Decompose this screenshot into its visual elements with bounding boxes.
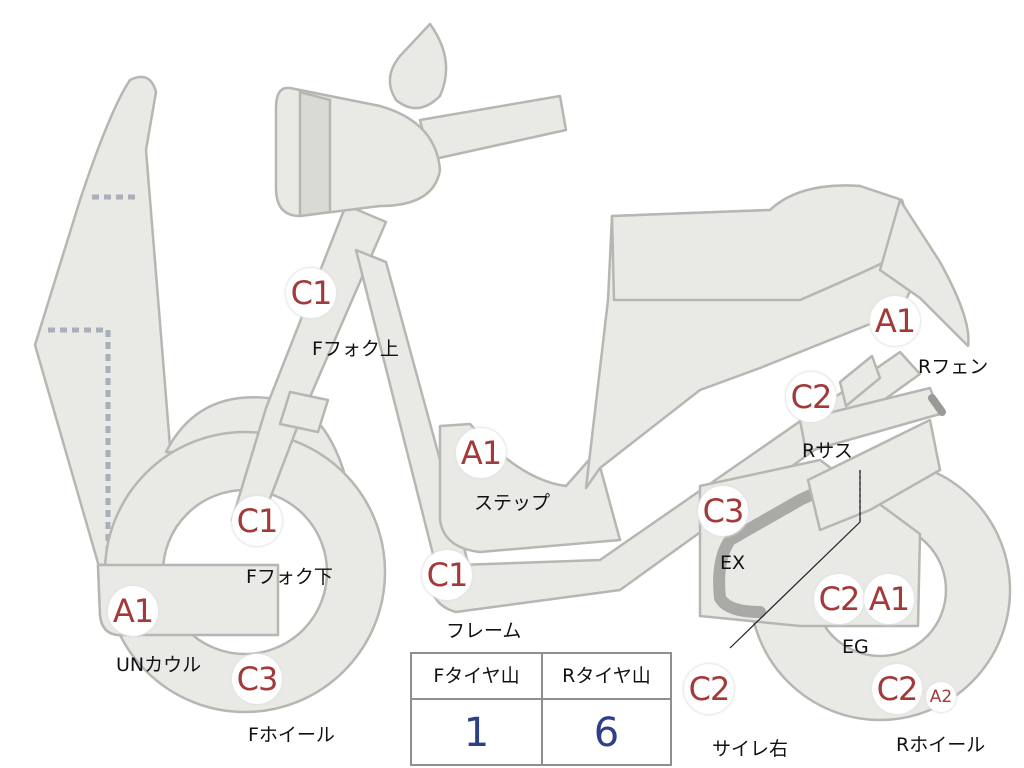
rear-fender-label: Rフェン	[918, 356, 989, 378]
c3-exhaust-badge: C3	[698, 486, 748, 536]
front-cowl	[33, 75, 182, 572]
fork-lower-label: Fフォク下	[246, 566, 333, 588]
headlight-lens	[298, 90, 332, 218]
under-cowl-label: UNカウル	[116, 654, 202, 676]
frame-label: フレーム	[446, 620, 522, 642]
a1-step-badge: A1	[456, 428, 506, 478]
a2-rear-wheel-badge: A2	[926, 682, 956, 712]
cowl-seam	[48, 194, 175, 563]
c2-muffler-badge: C2	[684, 664, 734, 714]
c3-front-wheel-badge: C3	[232, 654, 282, 704]
fork-upper-label: Fフォク上	[312, 338, 399, 360]
fork-collar	[278, 390, 330, 434]
c1-fork-upper-badge: C1	[286, 268, 336, 318]
air-filter	[806, 418, 942, 532]
rear-wheel-label: Rホイール	[896, 734, 986, 756]
front-wheel-label: Fホイール	[248, 724, 335, 746]
c1-fork-lower-badge: C1	[232, 496, 282, 546]
exhaust-pipe	[713, 480, 836, 618]
exhaust-label: EX	[720, 552, 746, 574]
rear-tire-value: 6	[593, 710, 620, 756]
a1-under-cowl-badge: A1	[108, 586, 158, 636]
rear-suspension-label: Rサス	[802, 440, 853, 462]
c2-rear-wheel-badge: C2	[872, 664, 922, 714]
c1-frame-badge: C1	[422, 550, 472, 600]
shock-rod	[928, 394, 946, 416]
handlebar	[418, 94, 568, 162]
tire-table-divider	[541, 654, 543, 764]
rear-suspension	[838, 354, 882, 408]
a1-rear-fender-badge: A1	[870, 296, 920, 346]
step-label: ステップ	[474, 492, 551, 514]
muffler-label: サイレ右	[712, 738, 789, 760]
muffler-leader	[729, 470, 861, 649]
c2-rear-suspension-badge: C2	[786, 372, 836, 422]
a1-engine-badge: A1	[864, 574, 914, 624]
tire-tread-table: Fタイヤ山 Rタイヤ山 1 6	[410, 652, 672, 766]
rear-tire-header: Rタイヤ山	[562, 665, 651, 687]
front-tire-header: Fタイヤ山	[433, 665, 520, 687]
c2-engine-badge: C2	[814, 574, 864, 624]
headlight-drop	[388, 22, 448, 110]
engine-label: EG	[842, 636, 869, 658]
front-tire-value: 1	[463, 710, 490, 756]
rear-fender	[878, 198, 970, 348]
